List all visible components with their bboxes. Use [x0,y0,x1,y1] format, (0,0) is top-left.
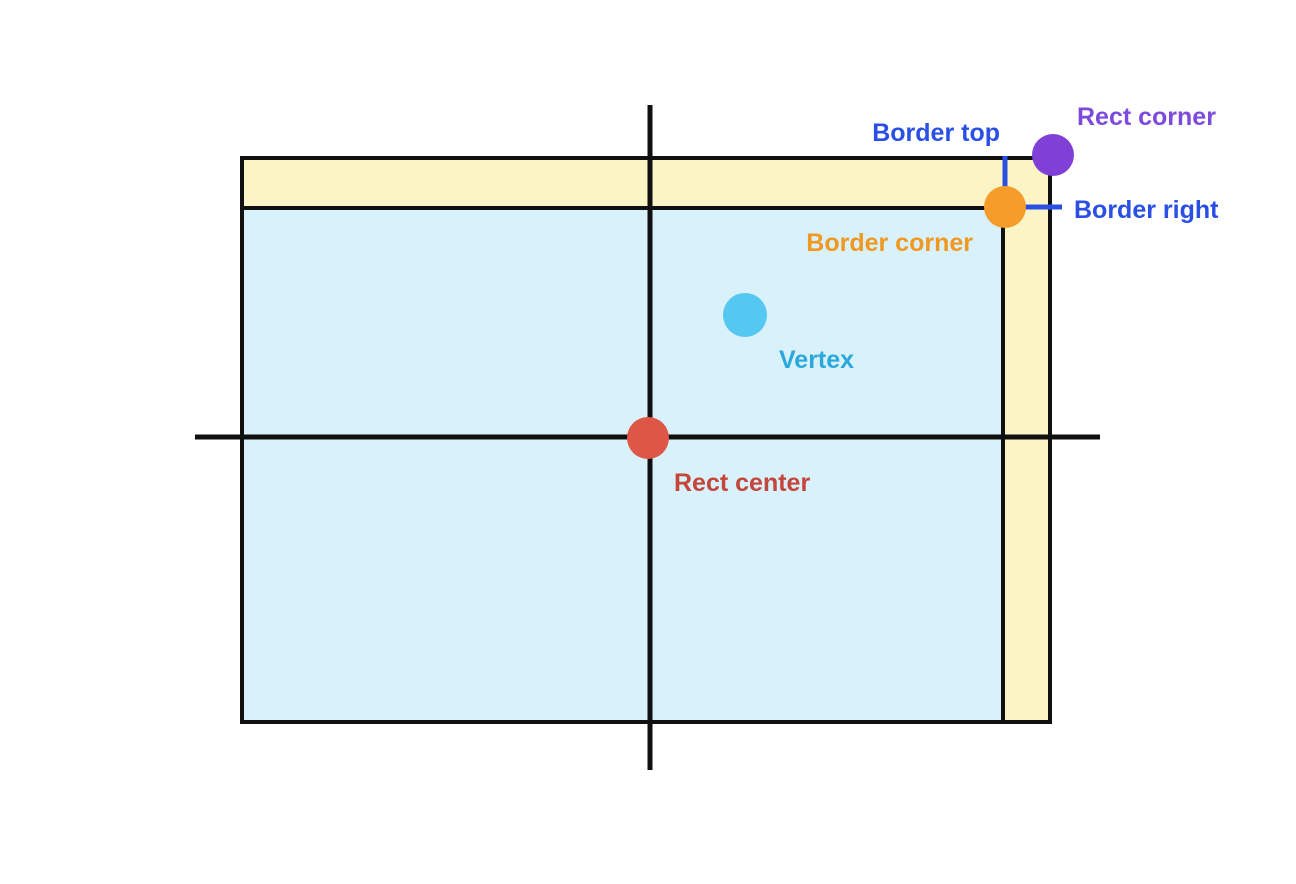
border-corner-label: Border corner [806,229,973,257]
rect-center-label: Rect center [674,469,810,497]
border-corner-point [984,186,1026,228]
vertex-label: Vertex [779,346,854,374]
rect-inner-area [240,206,1005,724]
border-right-label: Border right [1074,196,1219,224]
border-top-label: Border top [872,119,1000,147]
rect-corner-point [1032,134,1074,176]
rect-center-point [627,417,669,459]
vertex-point [723,293,767,337]
rect-corner-label: Rect corner [1077,103,1216,131]
